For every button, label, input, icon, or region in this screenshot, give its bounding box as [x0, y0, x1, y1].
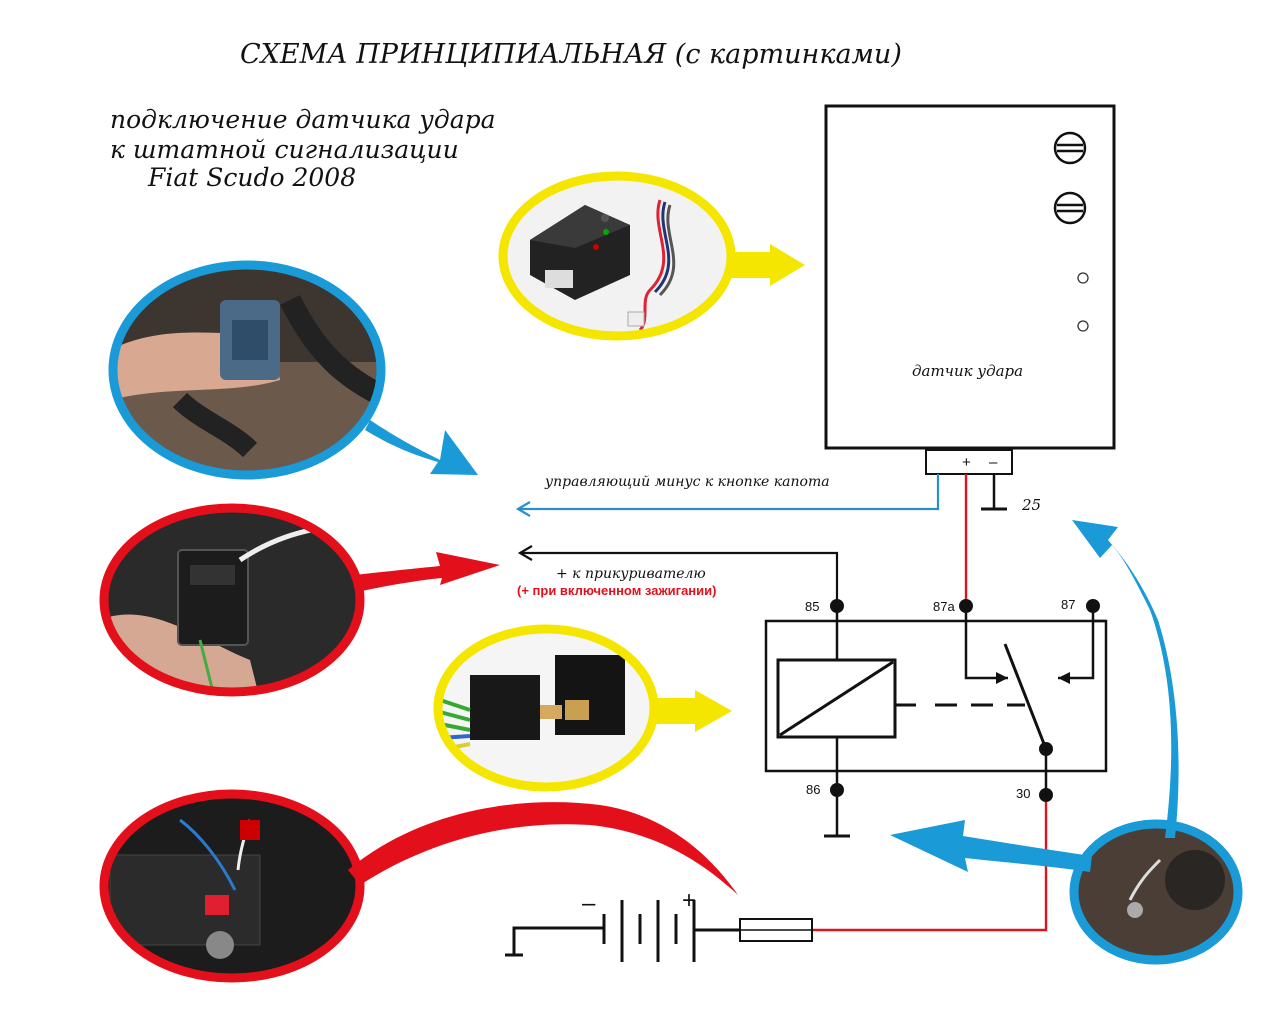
hood-minus-label: управляющий минус к кнопке капота [544, 474, 830, 490]
hood-minus-wire [518, 474, 940, 511]
battery-plus-label: + [682, 887, 696, 914]
sensor-plus-label: + [962, 454, 971, 471]
relay-photo [433, 624, 659, 792]
relay-pin-30 [1039, 788, 1053, 802]
battery-minus-label: – [582, 890, 596, 917]
lighter-wire [520, 551, 839, 606]
ignition-note: (+ при включенном зажигании) [517, 583, 716, 598]
led-indicator-icon [1077, 320, 1089, 332]
connector-photo [108, 260, 386, 480]
lighter-plus-label: + к прикуривателю [556, 566, 706, 582]
battery-photo [99, 789, 365, 983]
led-indicator-icon [1077, 272, 1089, 284]
subtitle-line-3: Fiat Scudo 2008 [147, 163, 356, 192]
sensor-photo [498, 171, 736, 341]
sensor-terminal-block [925, 449, 1013, 475]
ground-label: 25 [1021, 496, 1041, 514]
relay-pin-87a [959, 599, 973, 613]
relay-pin-30-label: 30 [1016, 786, 1030, 801]
adjust-screw-icon [1053, 131, 1087, 165]
relay-switch-blade [1003, 643, 1048, 750]
relay-pin-85 [830, 599, 844, 613]
subtitle-line-1: подключение датчика удара [110, 105, 496, 134]
lighter-photo [99, 503, 365, 697]
adjust-screw-icon [1053, 191, 1087, 225]
relay-pin-87-label: 87 [1061, 597, 1075, 612]
hood-photo [1069, 819, 1243, 965]
battery-symbol [505, 900, 740, 962]
relay-coil [776, 658, 897, 739]
battery-arrow-icon [348, 802, 738, 895]
connector-arrow-icon [365, 420, 478, 475]
lighter-arrow-icon [355, 552, 500, 592]
relay-pin-87 [1086, 599, 1100, 613]
relay-arrow-icon [652, 690, 732, 732]
relay-pin-86-label: 86 [806, 782, 820, 797]
relay-pin-87a-label: 87а [933, 599, 955, 614]
hood-left-arrow-icon [890, 820, 1092, 872]
relay-30-wire [812, 802, 1048, 932]
subtitle-line-2: к штатной сигнализации [110, 135, 459, 164]
page-title: СХЕМА ПРИНЦИПИАЛЬНАЯ (с картинками) [240, 39, 902, 70]
sensor-minus-label: – [989, 454, 998, 471]
relay-pin-85-label: 85 [805, 599, 819, 614]
sensor-label: датчик удара [912, 362, 1023, 380]
relay-box [764, 619, 1108, 773]
sensor-arrow-icon [730, 244, 805, 286]
